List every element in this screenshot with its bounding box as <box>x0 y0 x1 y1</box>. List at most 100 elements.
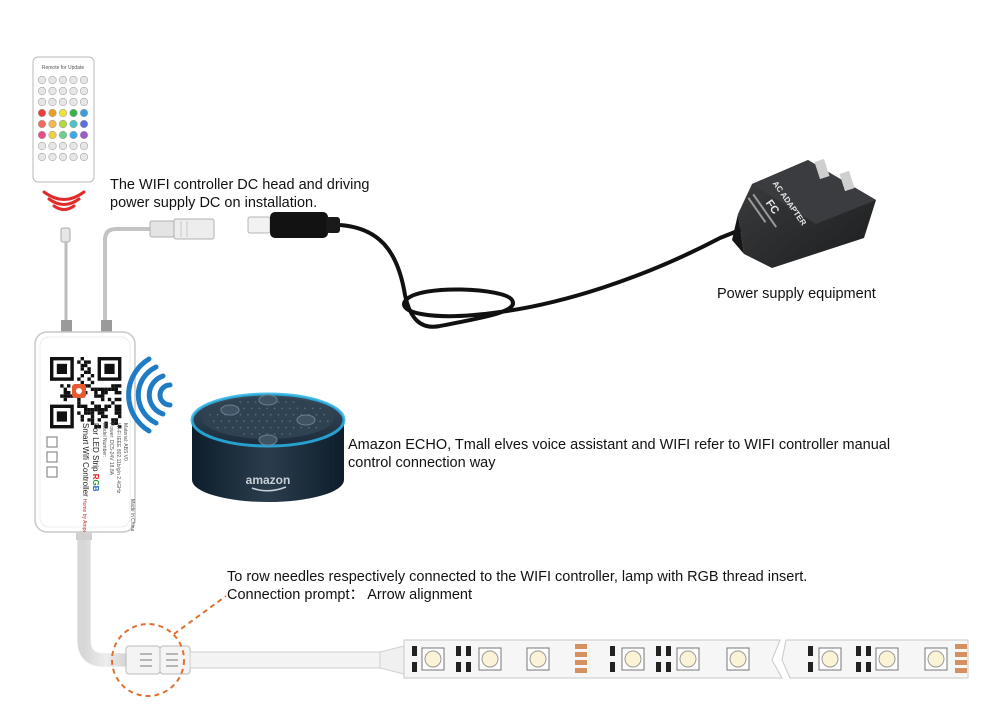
remote-button-icon <box>58 130 68 140</box>
remote-button-icon <box>48 152 57 162</box>
remote-button-icon <box>48 141 57 151</box>
ce-mark-icon <box>46 436 58 448</box>
ir-receiver-wire <box>60 227 72 332</box>
controller-subtitle: For LED Strip <box>91 423 100 474</box>
resistor-icon <box>856 646 861 656</box>
resistor-icon <box>412 646 417 656</box>
dc-head-caption-line-2: power supply DC on installation. <box>110 195 318 211</box>
remote-button-icon <box>37 75 47 85</box>
echo-caption-line-1: Amazon ECHO, Tmall elves voice assistant… <box>348 437 891 453</box>
svg-text:For LED Strip RGB: For LED Strip RGB <box>91 423 100 492</box>
controller-dc-cable <box>101 218 215 332</box>
connector-caption-line-2: Connection prompt： Arrow alignment <box>227 587 473 603</box>
wifi-line: Wi-Fi IEEE 802.11b/g/n 2.4GHz <box>115 423 121 494</box>
remote-button-grid <box>37 75 89 162</box>
amazon-echo-dot: amazon <box>190 392 346 502</box>
controller-title: Smart Wifi Controller <box>81 423 90 497</box>
remote-button-icon <box>48 130 57 140</box>
wifi-icon <box>126 356 173 434</box>
power-dc-plug <box>247 212 746 329</box>
strip-lead-cable <box>189 645 405 675</box>
remote-button-icon <box>79 141 89 151</box>
echo-caption-line-2: control connection way <box>348 455 496 471</box>
copper-pad-icon <box>955 644 967 649</box>
remote-button-icon <box>69 130 78 140</box>
remote-button-icon <box>48 75 57 85</box>
remote-button-icon <box>69 108 78 118</box>
recycle-mark-icon <box>46 466 58 478</box>
remote-button-icon <box>58 152 68 162</box>
remote-button-icon <box>69 97 78 107</box>
remote-button-icon <box>37 119 47 129</box>
remote-button-icon <box>58 86 68 96</box>
model-line: Model Number: <box>101 423 107 457</box>
remote-button-icon <box>48 108 57 118</box>
copper-pad-icon <box>575 644 587 649</box>
remote-button-icon <box>37 108 47 118</box>
resistor-icon <box>808 646 813 656</box>
power-supply-caption-text: Power supply equipment <box>717 286 876 302</box>
rgb-letter-r: R <box>91 474 100 480</box>
copper-pad-icon <box>575 652 587 657</box>
infrared-signal-icon <box>42 190 86 211</box>
wifi-controller-box: Smart Wifi Controller For LED Strip RGB … <box>34 331 136 535</box>
resistor-icon <box>866 646 871 656</box>
qr-code <box>48 355 124 431</box>
remote-button-icon <box>37 97 47 107</box>
remote-button-icon <box>69 152 78 162</box>
action-button-icon <box>296 414 316 426</box>
controller-output-cable <box>76 532 128 667</box>
ac-power-adapter: AC ADAPTER FC <box>732 158 876 268</box>
resistor-icon <box>666 646 671 656</box>
remote-button-icon <box>48 97 57 107</box>
resistor-icon <box>466 646 471 656</box>
brand-line: Home by Amper <box>81 499 87 535</box>
remote-button-icon <box>69 141 78 151</box>
dc-head-caption-line-1: The WIFI controller DC head and driving <box>110 177 370 193</box>
remote-button-icon <box>58 75 68 85</box>
copper-pad-icon <box>955 668 967 673</box>
connector-caption: To row needles respectively connected to… <box>227 568 807 604</box>
echo-brand: amazon <box>246 473 291 487</box>
remote-button-icon <box>37 130 47 140</box>
remote-button-icon <box>69 119 78 129</box>
copper-pad-icon <box>575 660 587 665</box>
remote-button-icon <box>48 86 57 96</box>
echo-caption: Amazon ECHO, Tmall elves voice assistant… <box>348 436 890 472</box>
app-logo-icon <box>72 384 86 398</box>
made-in-line: Made in China <box>129 499 135 531</box>
power-supply-caption: Power supply equipment <box>717 285 876 303</box>
connector-caption-line-1: To row needles respectively connected to… <box>227 569 808 585</box>
remote-button-icon <box>58 119 68 129</box>
power-line: Power: DC5-24V 18.8A <box>108 423 114 476</box>
remote-control: Remote for Update <box>32 56 95 183</box>
copper-pad-icon <box>575 668 587 673</box>
remote-button-icon <box>69 75 78 85</box>
remote-button-icon <box>58 141 68 151</box>
connector-callout-circle <box>111 623 185 697</box>
remote-button-icon <box>58 97 68 107</box>
remote-button-icon <box>79 119 89 129</box>
remote-button-icon <box>37 141 47 151</box>
resistor-icon <box>610 646 615 656</box>
remote-button-icon <box>37 86 47 96</box>
dc-head-caption: The WIFI controller DC head and driving … <box>110 176 370 212</box>
remote-button-icon <box>37 152 47 162</box>
remote-button-icon <box>79 108 89 118</box>
material-line: Material: ABS V0 <box>122 423 128 461</box>
remote-title: Remote for Update <box>42 65 84 71</box>
remote-button-icon <box>79 152 89 162</box>
remote-button-icon <box>79 75 89 85</box>
remote-button-icon <box>48 119 57 129</box>
connector-callout-line <box>173 595 227 635</box>
copper-pad-icon <box>955 652 967 657</box>
remote-button-icon <box>79 130 89 140</box>
resistor-icon <box>656 646 661 656</box>
volume-down-button-icon <box>258 434 278 446</box>
copper-pad-icon <box>955 660 967 665</box>
rgb-pin-connector <box>111 595 227 697</box>
volume-up-button-icon <box>258 394 278 406</box>
led-strip <box>403 639 969 679</box>
remote-button-icon <box>79 86 89 96</box>
